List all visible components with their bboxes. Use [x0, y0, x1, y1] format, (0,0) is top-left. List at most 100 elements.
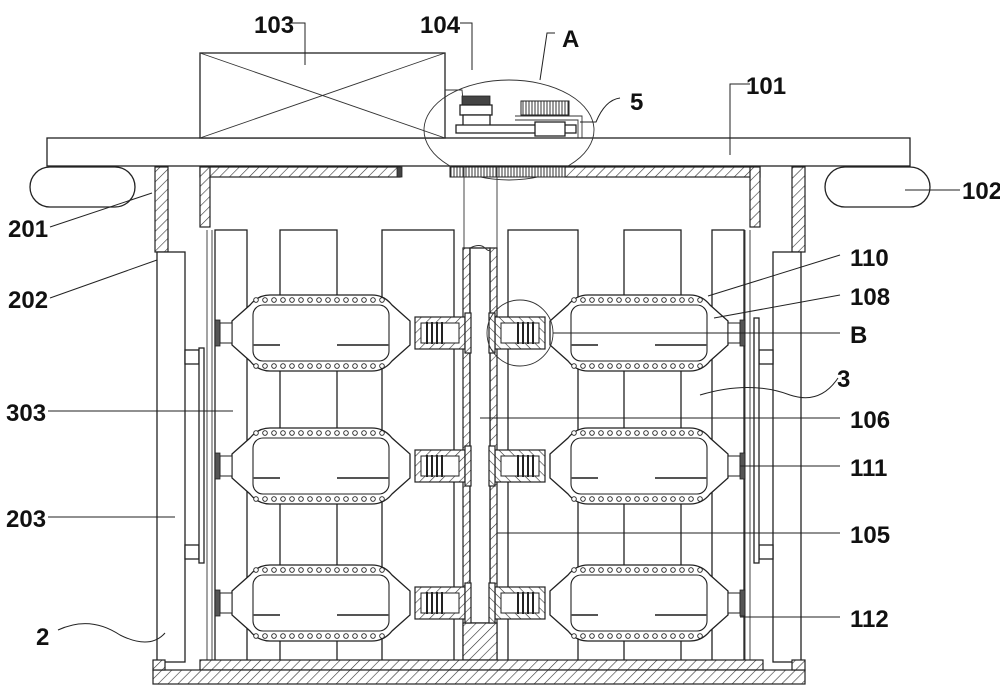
vent-hole — [361, 297, 367, 303]
capsule-inner-frame — [570, 574, 708, 632]
capsule-inner-frame — [252, 304, 390, 362]
vent-hole — [307, 496, 313, 502]
vent-hole — [343, 567, 349, 573]
vent-hole — [262, 633, 268, 639]
vent-hole — [316, 363, 322, 369]
tank-base — [152, 669, 806, 685]
basket-top-right — [564, 166, 761, 178]
side-guide-right — [744, 230, 802, 663]
vent-hole — [652, 363, 658, 369]
label-2: 2 — [36, 624, 49, 651]
vent-hole — [280, 633, 286, 639]
vent-hole — [688, 496, 694, 502]
vent-hole — [616, 496, 622, 502]
vent-hole — [688, 297, 694, 303]
vent-hole — [298, 297, 304, 303]
spring-connector — [488, 582, 546, 624]
gear-ring — [449, 166, 566, 178]
spring-connector — [488, 445, 546, 487]
vent-hole — [697, 363, 703, 369]
vent-hole — [625, 496, 631, 502]
vent-hole — [625, 567, 631, 573]
vent-hole — [688, 567, 694, 573]
vent-hole — [679, 430, 685, 436]
label-112: 112 — [850, 606, 889, 633]
vent-hole — [370, 496, 376, 502]
vent-hole — [325, 430, 331, 436]
vent-hole — [607, 496, 613, 502]
vent-hole — [661, 430, 667, 436]
vent-hole — [271, 430, 277, 436]
vent-hole — [679, 633, 685, 639]
latch-clip — [214, 319, 221, 347]
latch-neck — [219, 592, 233, 614]
vent-hole — [370, 567, 376, 573]
vent-hole — [697, 496, 703, 502]
label-102: 102 — [962, 178, 1000, 205]
vent-hole — [352, 633, 358, 639]
vent-hole — [379, 633, 385, 639]
vent-hole — [580, 430, 586, 436]
vent-hole — [352, 567, 358, 573]
latch-clip — [214, 589, 221, 617]
capsule-inner-frame — [570, 437, 708, 495]
latch-clip — [214, 452, 221, 480]
vent-hole — [370, 633, 376, 639]
vent-hole — [298, 430, 304, 436]
label-201: 201 — [8, 216, 48, 243]
capsule-body — [231, 427, 411, 505]
vent-hole — [379, 430, 385, 436]
vent-hole — [670, 363, 676, 369]
vent-hole — [661, 633, 667, 639]
vent-hole — [580, 567, 586, 573]
vent-hole — [325, 567, 331, 573]
label-3: 3 — [837, 366, 850, 393]
handle-right — [824, 166, 931, 208]
vent-hole — [679, 297, 685, 303]
vent-hole — [253, 430, 259, 436]
vent-hole — [643, 496, 649, 502]
vent-hole — [625, 430, 631, 436]
label-101: 101 — [746, 73, 786, 100]
vent-hole — [298, 633, 304, 639]
vent-hole — [334, 567, 340, 573]
spring-connector — [414, 312, 472, 354]
vent-hole — [343, 633, 349, 639]
vent-hole — [298, 496, 304, 502]
spring-connector — [488, 312, 546, 354]
vent-hole — [688, 633, 694, 639]
vent-hole — [316, 567, 322, 573]
vent-hole — [262, 297, 268, 303]
vent-hole — [625, 363, 631, 369]
vent-hole — [262, 430, 268, 436]
capsule-holder — [214, 294, 472, 372]
handle-left — [29, 166, 136, 208]
vent-hole — [634, 496, 640, 502]
vent-hole — [289, 363, 295, 369]
vent-hole — [307, 363, 313, 369]
spring-connector — [414, 445, 472, 487]
vent-hole — [598, 567, 604, 573]
vent-hole — [580, 297, 586, 303]
side-guide-left — [156, 230, 213, 663]
upper-wall-left — [154, 166, 169, 253]
vent-hole — [679, 567, 685, 573]
vent-hole — [271, 496, 277, 502]
latch-neck — [727, 455, 741, 477]
vent-hole — [643, 363, 649, 369]
vent-hole — [670, 430, 676, 436]
vent-hole — [370, 297, 376, 303]
vent-hole — [352, 430, 358, 436]
label-103: 103 — [254, 12, 294, 39]
vent-hole — [271, 297, 277, 303]
label-111: 111 — [850, 455, 887, 482]
vent-hole — [307, 633, 313, 639]
vent-hole — [271, 363, 277, 369]
vent-hole — [616, 363, 622, 369]
vent-hole — [589, 430, 595, 436]
basket-side-left — [199, 166, 211, 228]
vent-hole — [643, 297, 649, 303]
upper-wall-right — [791, 166, 806, 253]
label-108: 108 — [850, 284, 890, 311]
